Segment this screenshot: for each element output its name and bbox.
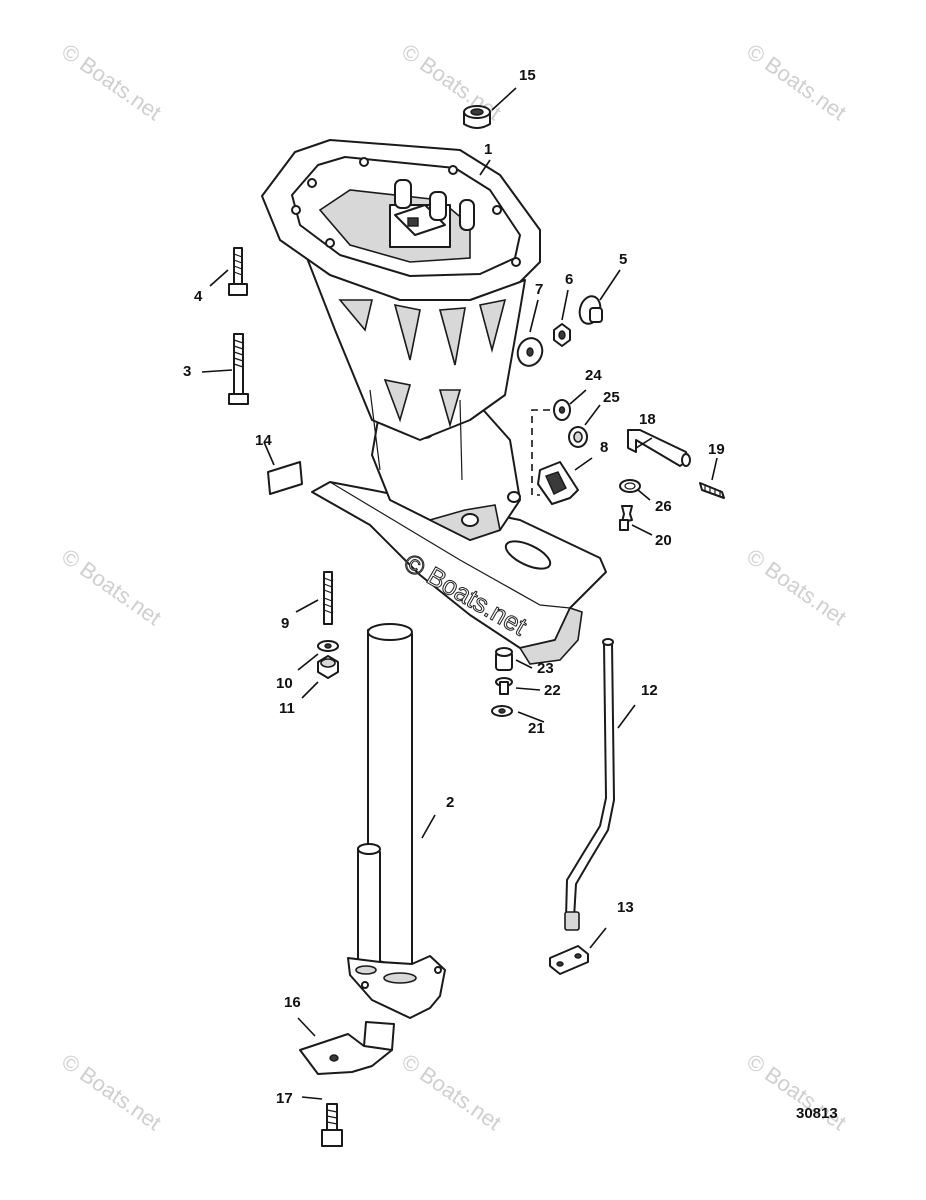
- watermark: © Boats.net: [742, 544, 851, 631]
- driveshaft-housing: [261, 139, 607, 665]
- diagram-reference-number: 30813: [796, 1105, 838, 1122]
- alignment-line: [531, 409, 550, 496]
- callout-6: 6: [565, 271, 573, 288]
- screw-5: [578, 295, 603, 325]
- hose-18: [627, 429, 691, 467]
- callout-8: 8: [600, 439, 608, 456]
- callout-7: 7: [535, 281, 543, 298]
- callout-13: 13: [617, 899, 634, 916]
- callout-2: 2: [446, 794, 454, 811]
- nut-6: [553, 323, 571, 347]
- grommet-23: [495, 647, 513, 671]
- shift-rod-12: [564, 638, 615, 931]
- callout-1: 1: [484, 141, 492, 158]
- coupler-13: [549, 945, 589, 975]
- callout-12: 12: [641, 682, 658, 699]
- fitting-19: [699, 482, 725, 499]
- callout-14: 14: [255, 432, 272, 449]
- bolt-22: [495, 677, 513, 695]
- bracket-16: [299, 1021, 395, 1075]
- watermark: © Boats.net: [742, 39, 851, 126]
- grommet: [463, 105, 491, 129]
- clamp-26: [619, 479, 641, 493]
- watermark: © Boats.net: [742, 1049, 851, 1136]
- callout-26: 26: [655, 498, 672, 515]
- fitting-20: [619, 505, 633, 531]
- mount-8: [537, 461, 579, 505]
- leader-lines: [201, 87, 718, 1100]
- callout-16: 16: [284, 994, 301, 1011]
- callout-10: 10: [276, 675, 293, 692]
- callout-3: 3: [183, 363, 191, 380]
- callout-9: 9: [281, 615, 289, 632]
- washer-10: [317, 640, 339, 652]
- callout-17: 17: [276, 1090, 293, 1107]
- washer-7: [516, 337, 544, 367]
- callout-18: 18: [639, 411, 656, 428]
- callout-11: 11: [279, 700, 295, 717]
- callout-23: 23: [537, 660, 554, 677]
- callout-24: 24: [585, 367, 602, 384]
- watermark: © Boats.net: [57, 1049, 166, 1136]
- callout-25: 25: [603, 389, 620, 406]
- decal-14: [267, 461, 303, 495]
- watermark: © Boats.net: [397, 1049, 506, 1136]
- screw-4: [228, 247, 248, 296]
- callout-20: 20: [655, 532, 672, 549]
- bolt-3: [228, 333, 249, 405]
- callout-4: 4: [194, 288, 203, 305]
- callout-15: 15: [519, 67, 536, 84]
- callout-22: 22: [544, 682, 561, 699]
- water-tube-2: [347, 623, 446, 1019]
- callout-21: 21: [528, 720, 545, 737]
- washer-21: [491, 705, 513, 717]
- callout-5: 5: [619, 251, 627, 268]
- stud-9: [323, 571, 333, 625]
- watermark: © Boats.net: [57, 39, 166, 126]
- washer-24: [553, 399, 571, 421]
- nut-25: [568, 426, 588, 448]
- watermark: © Boats.net: [57, 544, 166, 631]
- nut-11: [317, 655, 339, 679]
- screw-17: [321, 1103, 343, 1147]
- callout-numbers: 15 1 4 3 5 6 7 24 25 8 18 19 26 20 14 9 …: [183, 67, 725, 1107]
- callout-19: 19: [708, 441, 725, 458]
